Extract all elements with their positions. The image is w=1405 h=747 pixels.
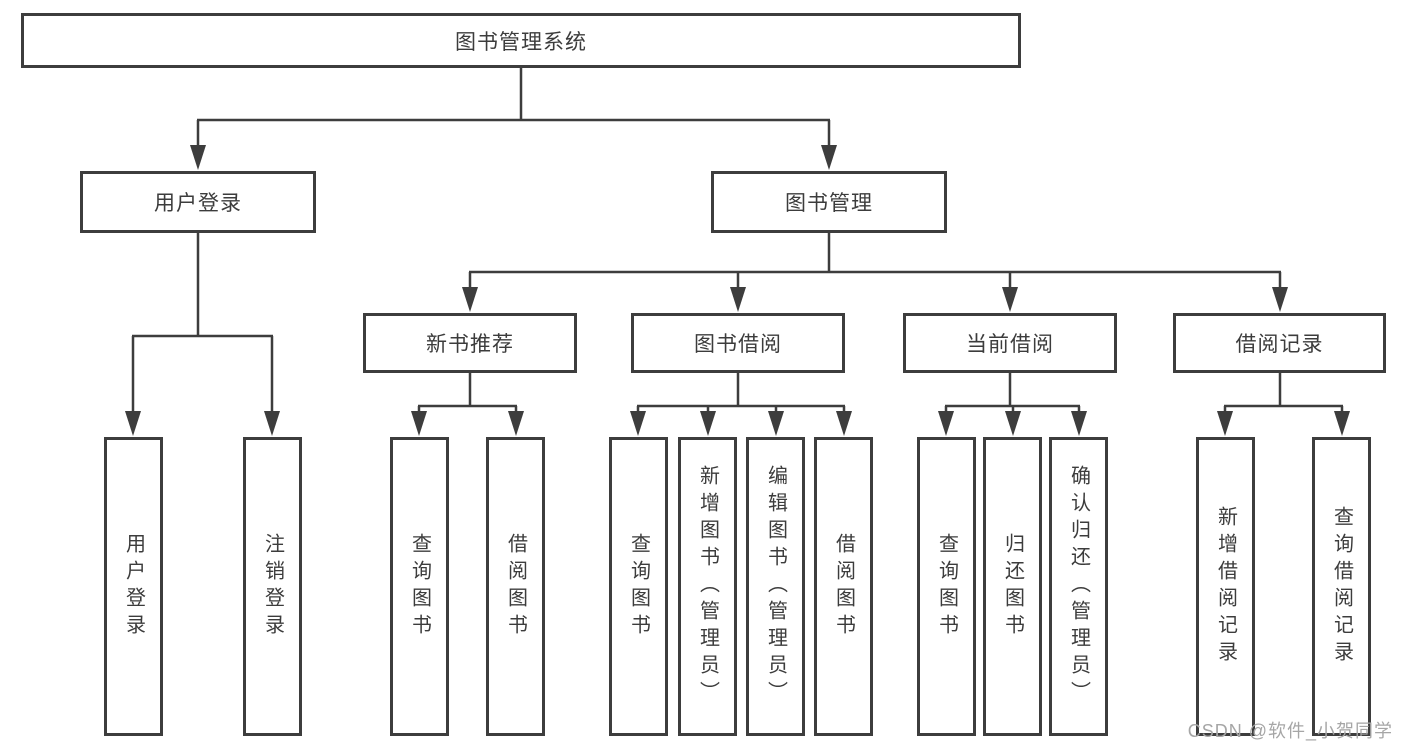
leaf-query-books-current: 查询图书 [917,437,976,736]
node-library-management-system: 图书管理系统 [21,13,1021,68]
leaf-add-borrow-record: 新增借阅记录 [1196,437,1255,736]
leaf-query-books-borrow: 查询图书 [609,437,668,736]
leaf-logout: 注销登录 [243,437,302,736]
node-current-borrowing: 当前借阅 [903,313,1117,373]
csdn-watermark: CSDN @软件_小贺同学 [1187,721,1393,741]
node-new-book-recommendation: 新书推荐 [363,313,577,373]
node-borrowing-records: 借阅记录 [1173,313,1386,373]
node-user-login: 用户登录 [80,171,316,233]
leaf-confirm-return-admin: 确认归还（管理员） [1049,437,1108,736]
leaf-edit-books-admin: 编辑图书（管理员） [746,437,805,736]
leaf-user-login: 用户登录 [104,437,163,736]
leaf-borrow-books: 借阅图书 [814,437,873,736]
node-book-borrowing: 图书借阅 [631,313,845,373]
leaf-query-books-recommend: 查询图书 [390,437,449,736]
leaf-query-borrow-record: 查询借阅记录 [1312,437,1371,736]
leaf-return-books: 归还图书 [983,437,1042,736]
leaf-add-books-admin: 新增图书（管理员） [678,437,737,736]
leaf-borrow-books-recommend: 借阅图书 [486,437,545,736]
node-book-management: 图书管理 [711,171,947,233]
